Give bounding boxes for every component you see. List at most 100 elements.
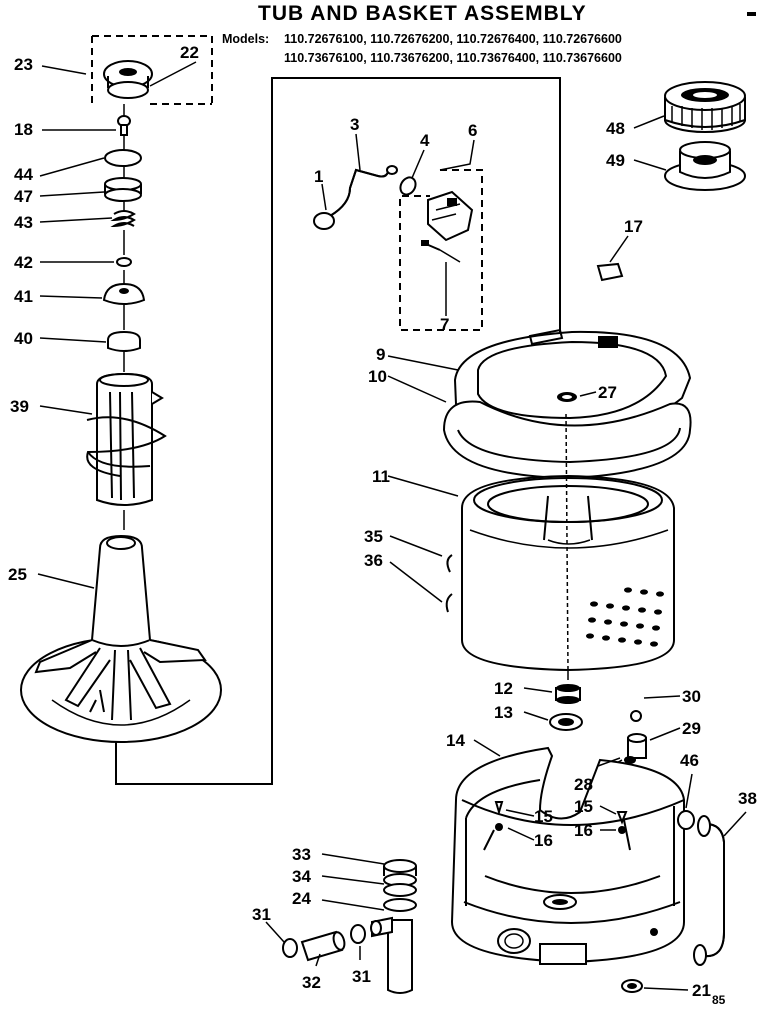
callout-16-right: 16 [574,821,593,840]
part-18-bolt [117,115,131,136]
part-15-16-screws [494,801,628,834]
callout-32: 32 [302,973,321,992]
callout-18: 18 [14,120,33,139]
callout-43: 43 [14,213,33,232]
callout-1: 1 [314,167,323,186]
basket-hole [654,609,662,615]
part-43-spring [110,210,136,228]
part-6-switch [427,190,474,242]
basket-hole [634,639,642,645]
basket-hole [652,625,660,631]
basket-hole [620,621,628,627]
part-24-pipe [370,898,417,994]
part-42-ring [116,257,132,267]
callout-46: 46 [680,751,699,770]
callout-29: 29 [682,719,701,738]
models-line-1: 110.72676100, 110.72676200, 110.72676400… [284,32,622,46]
leader-lines [37,61,747,991]
part-4-clip [399,176,417,196]
callout-33: 33 [292,845,311,864]
callout-15-left: 15 [534,807,553,826]
part-11-basket [461,413,675,672]
callout-4: 4 [420,131,430,150]
part-35-clip [446,554,453,573]
callout-15-right: 15 [574,797,593,816]
callout-3: 3 [350,115,359,134]
basket-hole [606,603,614,609]
part-30-washer [630,710,642,722]
part-32-tube [300,930,346,962]
basket-hole [640,589,648,595]
part-39-auger [86,372,167,506]
footer-code: 85 [712,993,726,1007]
basket-holes [586,587,664,647]
callout-34: 34 [292,867,311,886]
callout-47: 47 [14,187,33,206]
callout-16-left: 16 [534,831,553,850]
basket-hole [650,641,658,647]
callout-21: 21 [692,981,711,1000]
models-line-2: 110.73676100, 110.73676200, 110.73676400… [284,51,622,65]
part-31-clamps [282,924,366,958]
callout-40: 40 [14,329,33,348]
part-9-tub-ring [453,328,692,438]
callout-6: 6 [468,121,477,140]
part-38-hose [693,815,725,966]
callout-24: 24 [292,889,311,908]
part-49-hub [664,141,746,191]
callout-13: 13 [494,703,513,722]
agitator-cap-group [91,35,213,105]
callout-28: 28 [574,775,593,794]
part-25-agitator-base [20,534,222,743]
part-40-dog [107,330,141,352]
part-29-bushing [624,733,647,764]
part-34-gasket [383,873,417,897]
callout-30: 30 [682,687,701,706]
part-13-seal [549,713,583,731]
callout-10: 10 [368,367,387,386]
callout-25: 25 [8,565,27,584]
callout-36: 36 [364,551,383,570]
basket-hole [622,605,630,611]
diagram-title: TUB AND BASKET ASSEMBLY [258,2,587,25]
part-33-cap [383,859,417,876]
basket-hole [638,607,646,613]
models-label: Models: [222,32,269,46]
basket-hole [590,601,598,607]
part-21-plug [621,979,643,993]
basket-hole [656,591,664,597]
part-17-block [596,262,624,282]
basket-hole [602,635,610,641]
basket-hole [618,637,626,643]
callout-38: 38 [738,789,757,808]
callout-44: 44 [14,165,33,184]
callout-41: 41 [14,287,33,306]
basket-hole [636,623,644,629]
basket-hole [588,617,596,623]
callout-17: 17 [624,217,643,236]
part-36-clip [445,593,453,613]
callout-35: 35 [364,527,383,546]
callout-12: 12 [494,679,513,698]
callout-49: 49 [606,151,625,170]
part-3-hose [313,165,398,230]
callout-22: 22 [180,43,199,62]
basket-hole [624,587,632,593]
part-14-outer-tub [450,746,685,965]
callout-39: 39 [10,397,29,416]
callout-14: 14 [446,731,465,750]
callout-31-right: 31 [352,967,371,986]
callout-42: 42 [14,253,33,272]
callout-48: 48 [606,119,625,138]
callout-numbers: 23 22 18 44 47 43 42 41 40 39 25 3 4 6 1… [8,43,757,1007]
callout-9: 9 [376,345,385,364]
basket-hole [604,619,612,625]
part-48-cap [664,81,746,133]
callout-7: 7 [440,315,449,334]
part-47-bearing [104,177,142,202]
basket-hole [586,633,594,639]
part-7-screw [421,240,461,263]
callout-11: 11 [372,467,390,486]
callout-31-left: 31 [252,905,271,924]
